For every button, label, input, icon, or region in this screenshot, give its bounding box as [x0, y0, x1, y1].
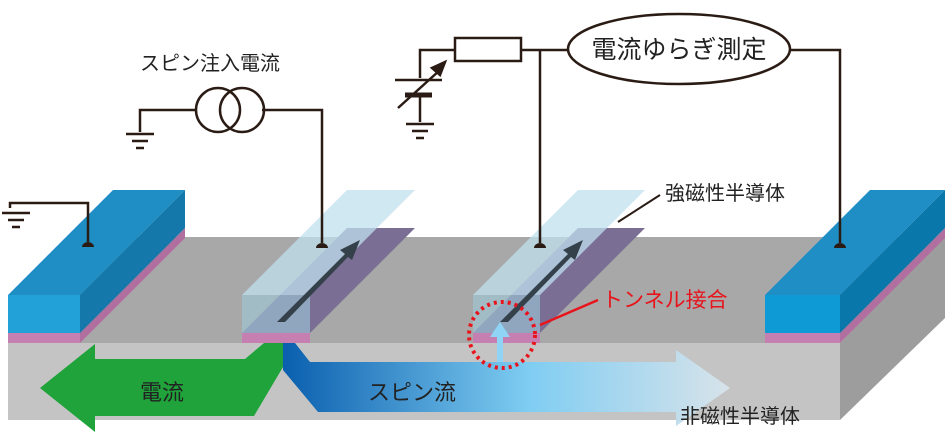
current-source-icon	[194, 86, 266, 134]
spin-injection-current-label: スピン注入電流	[140, 51, 280, 75]
right-electrode	[765, 190, 945, 343]
resistor-icon	[453, 36, 523, 63]
nonmagnetic-semiconductor-label: 非磁性半導体	[680, 404, 800, 428]
ferromagnetic-injector	[242, 190, 415, 343]
ground-icon	[126, 132, 154, 150]
tunnel-spin-arrow	[490, 322, 510, 362]
magnetization-arrow-icon	[500, 240, 583, 322]
current-noise-measurement-label: 電流ゆらぎ測定	[591, 35, 766, 64]
magnetization-arrow-icon	[277, 240, 360, 322]
ground-icon	[2, 211, 30, 229]
contact-pads	[82, 242, 846, 248]
tunnel-junction-marker	[467, 300, 537, 370]
spin-current-label: スピン流	[368, 381, 456, 406]
ground-icon	[406, 122, 434, 140]
variable-voltage-source-icon	[395, 59, 448, 109]
noise-measurement-ellipse	[566, 12, 792, 86]
current-label: 電流	[140, 381, 184, 406]
left-electrode	[8, 190, 185, 343]
tunnel-leader-line	[539, 298, 599, 327]
ferromagnet-leader-line	[617, 194, 661, 223]
current-arrow	[40, 343, 283, 432]
tunnel-junction-label: トンネル接合	[602, 288, 728, 312]
ferromagnetic-semiconductor-label: 強磁性半導体	[665, 181, 785, 205]
wiring	[8, 48, 842, 243]
spin-current-arrow	[283, 343, 730, 426]
